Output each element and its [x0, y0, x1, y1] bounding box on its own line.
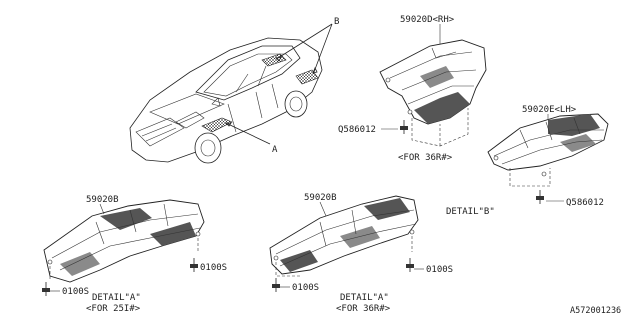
detail-a-label-mid: DETAIL"A"	[340, 293, 389, 303]
variant-label-25i: <FOR 25I#>	[86, 304, 141, 314]
car-illustration	[129, 23, 333, 164]
heat-shield-rh	[379, 39, 487, 147]
part-label-59020b-left: 59020B	[86, 195, 119, 205]
part-label-59020b-mid: 59020B	[304, 193, 337, 203]
diagram-id: A572001236	[570, 306, 621, 316]
bolt-label-0100s-2: 0100S	[62, 287, 89, 297]
callout-a-label: A	[272, 145, 278, 155]
detail-a-label-left: DETAIL"A"	[92, 293, 141, 303]
heat-shield-59020b-mid	[269, 195, 419, 292]
bolt-label-0100s-4: 0100S	[426, 265, 453, 275]
bolt-label-q586012-lh: Q586012	[566, 198, 604, 208]
shield-area-front	[201, 117, 233, 133]
variant-label-36r-bottom: <FOR 36R#>	[336, 304, 391, 314]
variant-label-36r-top: <FOR 36R#>	[398, 153, 453, 163]
heat-shield-lh	[487, 113, 609, 204]
part-label-59020e: 59020E<LH>	[522, 105, 577, 115]
callout-b-label: B	[334, 17, 339, 27]
bolt-label-0100s-3: 0100S	[292, 283, 319, 293]
heat-shield-59020b-left	[42, 199, 205, 296]
bolt-label-0100s-1: 0100S	[200, 263, 227, 273]
detail-b-label: DETAIL"B"	[446, 207, 495, 217]
bolt-label-q586012-rh: Q586012	[338, 125, 376, 135]
part-label-59020d: 59020D<RH>	[400, 15, 455, 25]
